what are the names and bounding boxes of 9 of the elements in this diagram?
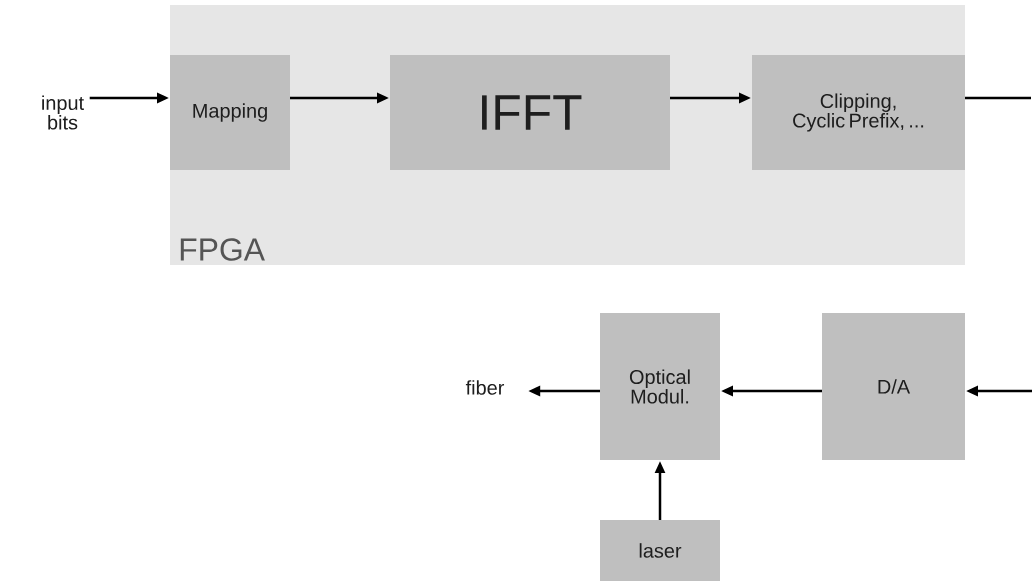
- process-box: Clipping, Cyclic Prefix, ...: [752, 55, 965, 170]
- process-box: Optical Modul.: [600, 313, 720, 460]
- process-box: laser: [600, 520, 720, 581]
- signal-label: fiber: [465, 380, 505, 395]
- process-box: Mapping: [170, 55, 290, 170]
- panel-label: FPGA: [180, 238, 265, 261]
- process-box: IFFT: [390, 55, 670, 170]
- signal-label: input bits: [42, 95, 84, 130]
- process-box: D/A: [822, 313, 965, 460]
